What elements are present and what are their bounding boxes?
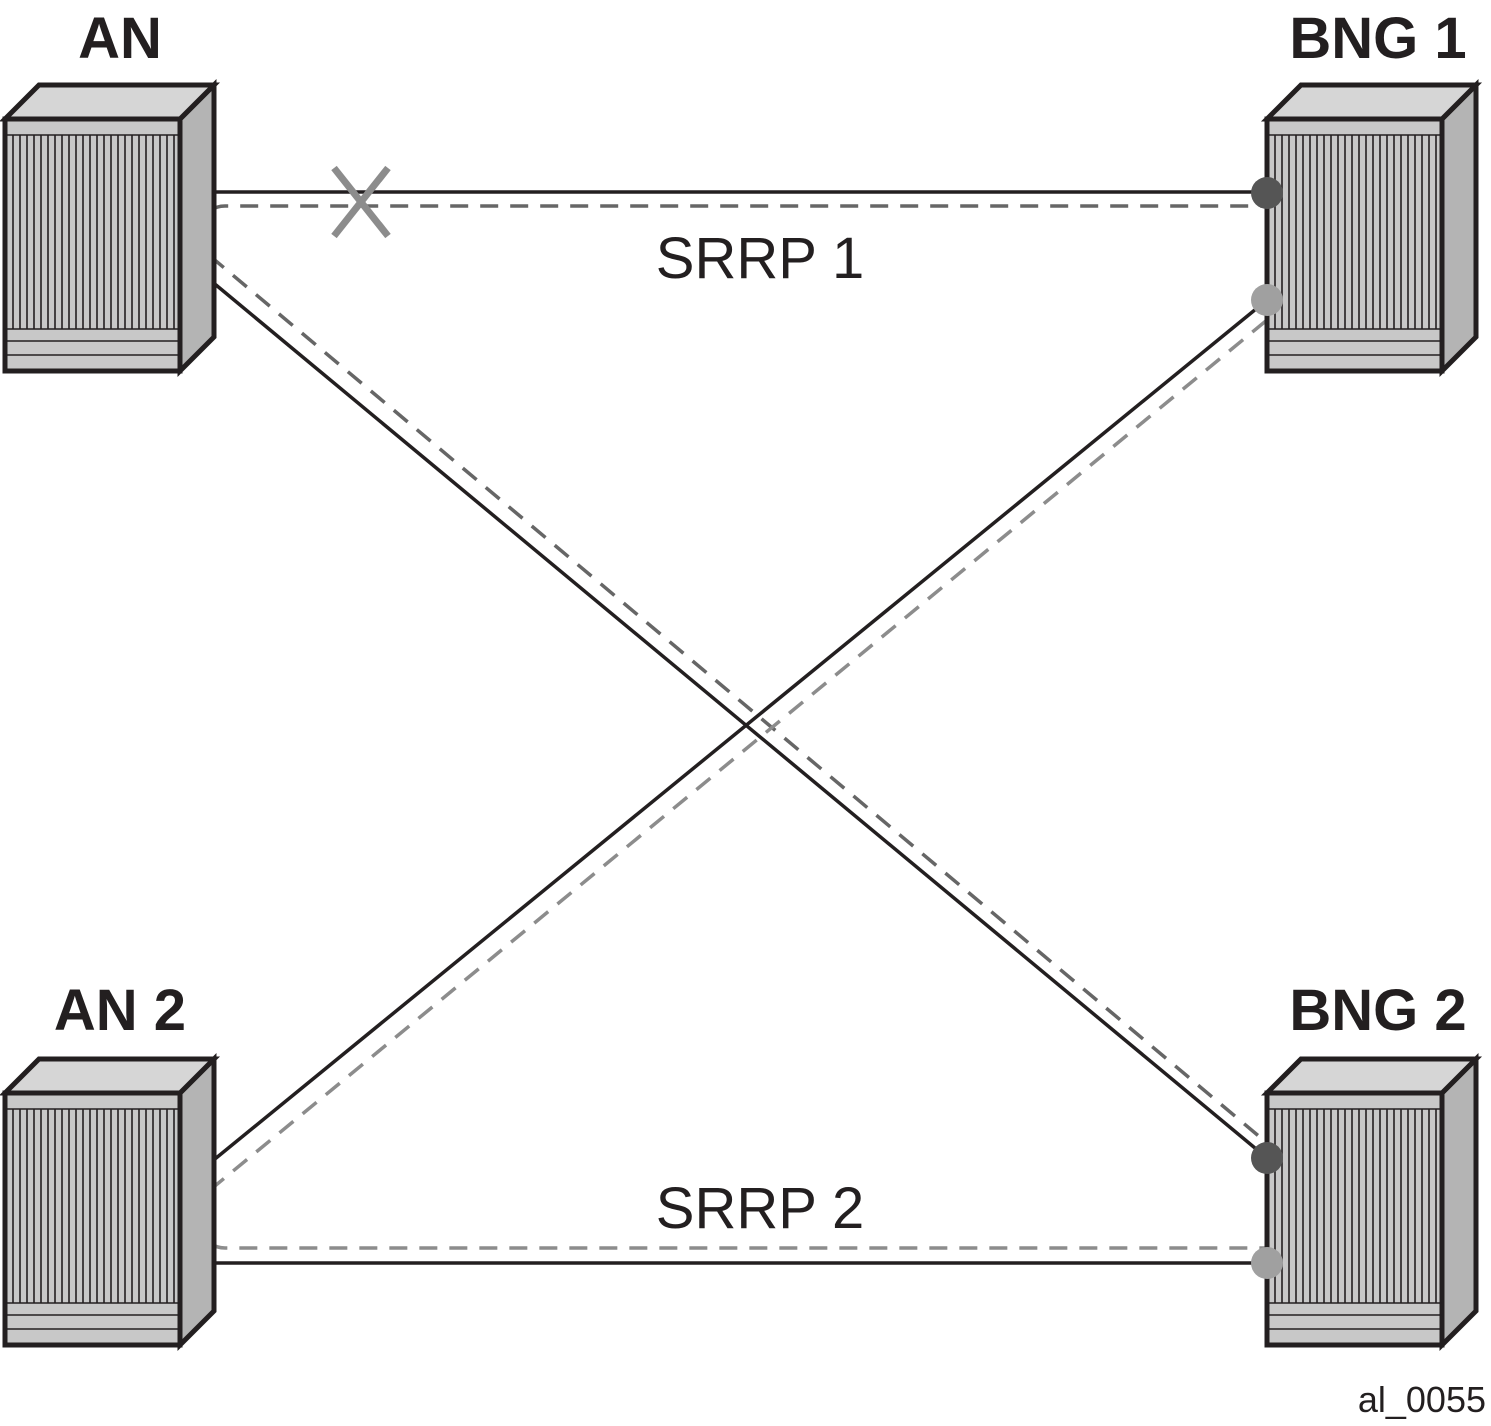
link-label-srrp2: SRRP 2	[656, 1176, 864, 1241]
device-bng1	[1267, 85, 1476, 371]
node-label-an2: AN 2	[54, 978, 186, 1043]
device-an2	[5, 1059, 214, 1345]
link-an-bng2-solid	[208, 278, 1269, 1160]
bng2-srrp1-endpoint-dark	[1251, 1142, 1283, 1174]
node-label-bng1: BNG 1	[1289, 6, 1466, 71]
device-bng2	[1267, 1059, 1476, 1345]
node-label-bng2: BNG 2	[1289, 978, 1466, 1043]
link-label-srrp1: SRRP 1	[656, 226, 864, 291]
link-failure-x-icon	[331, 165, 391, 239]
link-an2-bng1-solid	[208, 298, 1269, 1165]
device-an	[5, 85, 214, 371]
figure-id: al_0055	[1358, 1379, 1486, 1420]
node-label-an: AN	[78, 6, 162, 71]
link-an2-bng1-srrp-dashed	[208, 318, 1269, 1192]
bng1-srrp2-endpoint-light	[1251, 284, 1283, 316]
bng2-srrp2-endpoint-light	[1251, 1247, 1283, 1279]
bng1-srrp1-endpoint-dark	[1251, 177, 1283, 209]
link-an-bng2-srrp-dashed	[208, 254, 1269, 1145]
